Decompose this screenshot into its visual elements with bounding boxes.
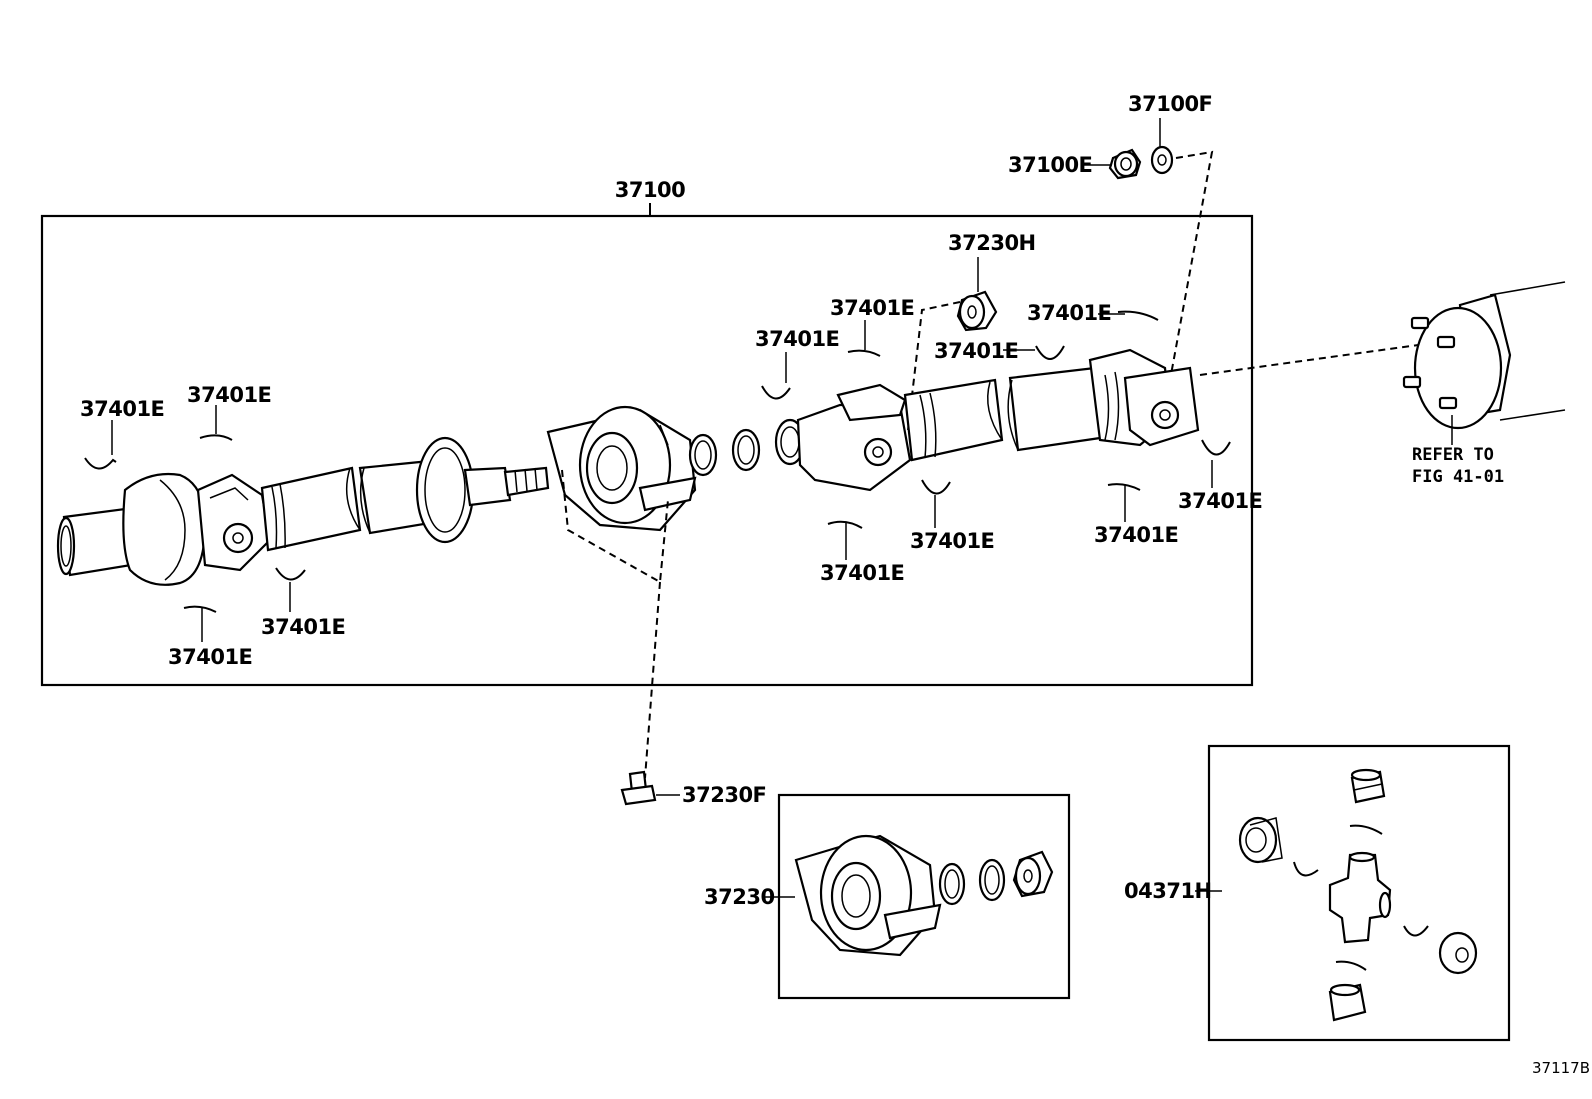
snap-ring-3[interactable]: 37401E [261,567,346,639]
snap-ring-6[interactable]: 37401E [830,296,915,357]
snap-ring-11[interactable]: 37401E [910,479,995,553]
label-washer[interactable]: 37100F [1128,92,1213,116]
svg-text:37401E: 37401E [830,296,914,320]
cushion-37230H[interactable]: 37230H [948,231,1036,332]
snap-ring-5[interactable]: 37401E [755,327,840,400]
bearing-assembly-37230[interactable]: 37230 [704,834,1054,957]
center-bearing [546,405,697,532]
snap-ring-9[interactable]: 37401E [1178,439,1263,513]
seal-rings [688,428,761,477]
svg-text:37401E: 37401E [820,561,904,585]
nut-37100E[interactable]: 37100E [1008,148,1142,180]
snap-ring-4[interactable]: 37401E [168,605,253,669]
svg-text:37401E: 37401E [910,529,994,553]
svg-text:37401E: 37401E [187,383,271,407]
snap-ring-1[interactable]: 37401E [80,397,165,470]
spider-kit-box [1207,744,1511,1042]
svg-text:37401E: 37401E [1178,489,1262,513]
reference-line-2[interactable]: FIG 41-01 [1412,467,1504,487]
snap-ring-8[interactable]: 37401E [934,339,1065,363]
reference-line-1[interactable]: REFER TO [1412,445,1494,465]
slip-yoke [415,436,550,544]
snap-ring-12[interactable]: 37401E [820,520,905,585]
snap-ring-10[interactable]: 37401E [1094,483,1179,547]
propeller-shaft-assembly-box [40,214,1254,687]
svg-text:37401E: 37401E [168,645,252,669]
washer-37100F[interactable]: 37100F [1128,92,1213,175]
spider-kit-04371H[interactable]: 04371H [1124,768,1478,1022]
svg-text:37401E: 37401E [1094,523,1178,547]
svg-text:37401E: 37401E [261,615,345,639]
svg-text:37401E: 37401E [755,327,839,351]
differential-flange: REFER TO FIG 41-01 [1402,281,1566,487]
label-cushion[interactable]: 37230H [948,231,1036,255]
front-flange-yoke [56,472,272,586]
assembly-label[interactable]: 37100 [615,178,686,202]
snap-ring-7[interactable]: 37401E [1027,301,1159,325]
svg-text:37401E: 37401E [1027,301,1111,325]
center-yoke [774,383,912,492]
svg-text:37401E: 37401E [80,397,164,421]
snap-ring-2[interactable]: 37401E [187,383,272,441]
label-bearing-assy[interactable]: 37230 [704,885,775,909]
label-bolt[interactable]: 37230F [682,783,767,807]
rear-tube [903,366,1102,462]
diagram-code: 37117B [1532,1059,1590,1077]
label-spider-kit[interactable]: 04371H [1124,879,1212,903]
svg-text:37401E: 37401E [934,339,1018,363]
label-nut[interactable]: 37100E [1008,153,1093,177]
bolt-37230F[interactable]: 37230F [620,770,767,807]
rear-universal-joint [1088,348,1200,447]
